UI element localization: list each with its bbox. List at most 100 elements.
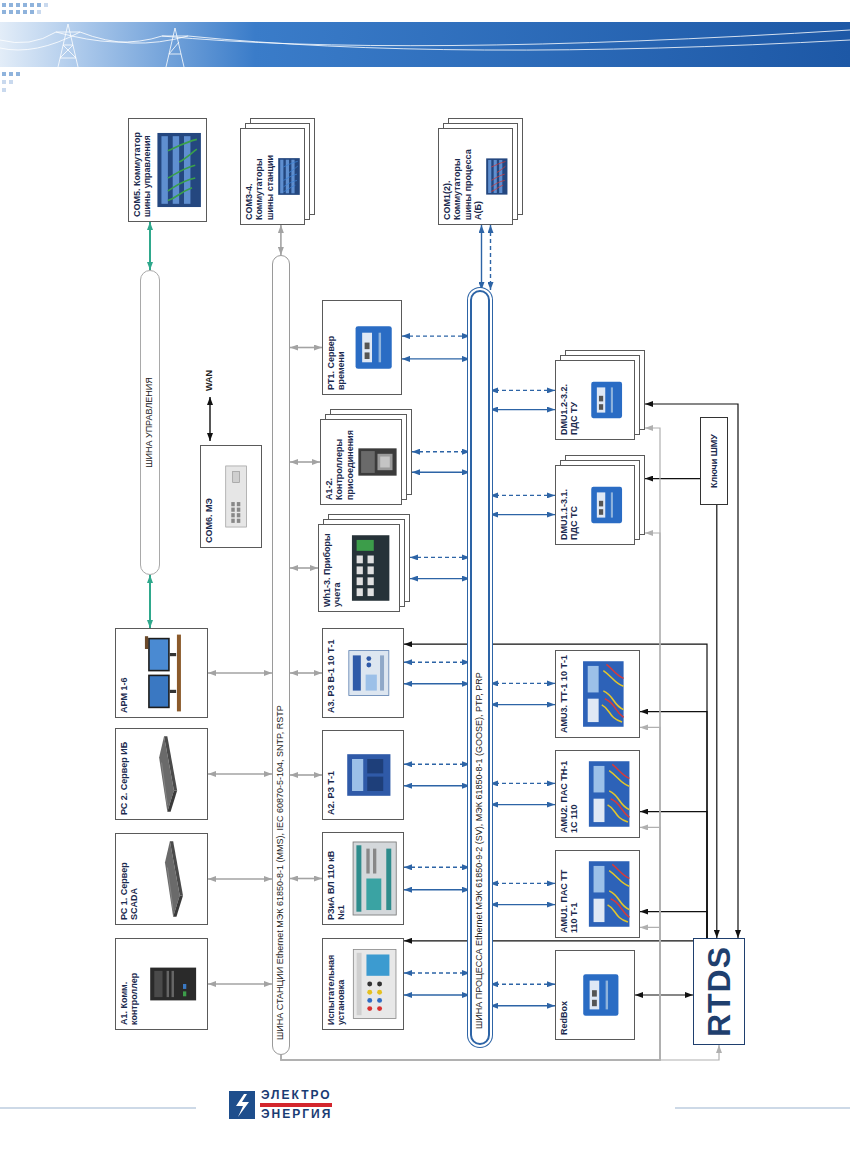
device-picture xyxy=(349,305,398,390)
device-illustration xyxy=(338,633,400,713)
connector xyxy=(635,994,693,995)
connector xyxy=(490,409,555,410)
box-title: РТ1. Сервер времени xyxy=(326,305,347,390)
connector xyxy=(640,812,707,938)
box-title: DMU1.2-3.2. ПДС ТУ xyxy=(559,365,580,435)
connector xyxy=(404,644,707,938)
connector xyxy=(490,783,555,784)
bus-label: ШИНА ПРОЦЕССА Ethernet МЭК 61850-9-2 (SV… xyxy=(475,672,485,1029)
box-title: Испытательная установка xyxy=(326,943,347,1025)
connector xyxy=(410,557,470,558)
device-picture xyxy=(131,633,204,713)
box-title: РЗиА ВЛ 110 кВ №1 xyxy=(326,837,347,920)
connector xyxy=(490,495,555,496)
device-illustration xyxy=(485,133,509,220)
connector xyxy=(281,1045,719,1060)
device-illustration xyxy=(338,735,400,815)
box-title: DMU1.1-3.1. ПДС ТС xyxy=(559,470,580,540)
connector xyxy=(645,404,738,938)
device-picture xyxy=(277,133,301,220)
box-title: AMU1. ПАС ТТ 110 Т-1 xyxy=(559,855,580,933)
rtds-label: RTDS xyxy=(703,946,735,1037)
connector xyxy=(640,712,707,938)
box-title: Wh1-3. Приборы учета xyxy=(322,529,343,607)
device-illustration xyxy=(142,838,204,920)
connector xyxy=(490,984,555,985)
connector xyxy=(716,505,717,938)
connector xyxy=(640,912,707,938)
connector xyxy=(149,222,151,270)
connector xyxy=(404,683,470,684)
box-title: RedBox xyxy=(559,955,569,1035)
key-label: Ключи ШМУ xyxy=(709,434,719,488)
bus-band: ШИНА УПРАВЛЕНИЯ xyxy=(140,270,160,575)
device-illustration xyxy=(582,470,631,540)
connector xyxy=(404,662,470,663)
connector xyxy=(404,972,470,973)
bus-band: ШИНА ПРОЦЕССА Ethernet МЭК 61850-9-2 (SV… xyxy=(470,290,490,1045)
device-box: РС 1. Сервер SCADA xyxy=(115,833,208,925)
box-title: РС 2. Сервер ИБ xyxy=(119,733,129,815)
device-box: РЗиА ВЛ 110 кВ №1 xyxy=(322,832,404,925)
connector xyxy=(404,889,470,890)
device-box: RedBox xyxy=(555,950,635,1040)
device-illustration xyxy=(155,123,203,217)
device-illustration xyxy=(349,305,398,390)
connector xyxy=(290,774,322,776)
connector xyxy=(208,878,272,880)
device-illustration xyxy=(357,424,398,500)
device-box: АРМ 1-6 xyxy=(115,628,208,718)
box-title: А2. РЗ Т-1 xyxy=(326,735,336,815)
device-picture xyxy=(131,733,204,815)
box-title: РС 1. Сервер SCADA xyxy=(119,838,140,920)
wan-arrow xyxy=(209,397,210,441)
device-illustration xyxy=(345,529,396,607)
box-title: А1. Комм. контроллер xyxy=(119,943,140,1025)
device-box: Wh1-3. Приборы учета xyxy=(318,524,400,612)
connector xyxy=(404,867,470,868)
connector xyxy=(412,472,470,473)
device-box: AMU1. ПАС ТТ 110 Т-1 xyxy=(555,850,640,938)
device-illustration xyxy=(571,955,631,1035)
device-picture xyxy=(582,855,636,933)
connector xyxy=(410,578,470,579)
device-box: А2. РЗ Т-1 xyxy=(322,730,404,820)
bus-label: ШИНА УПРАВЛЕНИЯ xyxy=(145,377,155,468)
device-picture xyxy=(142,838,204,920)
device-illustration xyxy=(216,450,258,543)
connector xyxy=(490,804,555,805)
device-illustration xyxy=(571,655,636,733)
logo-text: ЭЛЕКТРО xyxy=(261,1089,332,1101)
bus-label: ШИНА СТАНЦИИ Ethernet МЭК 61850-8-1 (MMS… xyxy=(276,705,286,1040)
connector xyxy=(490,683,555,684)
device-picture xyxy=(216,450,258,543)
connector xyxy=(208,672,272,674)
connector xyxy=(404,938,698,941)
device-picture xyxy=(582,365,631,435)
device-box: DMU1.1-3.1. ПДС ТС xyxy=(555,465,635,545)
device-picture xyxy=(582,755,636,833)
device-picture xyxy=(485,133,509,220)
connector xyxy=(490,225,491,290)
connector xyxy=(645,478,700,479)
box-title: COM5. Коммутатор шины управления xyxy=(132,123,153,217)
box-title: COM3-4. Коммутаторы шины станции xyxy=(244,133,275,220)
device-picture xyxy=(142,943,204,1025)
device-picture xyxy=(571,955,631,1035)
device-box: РС 2. Сервер ИБ xyxy=(115,728,208,820)
connector xyxy=(402,358,470,359)
device-illustration xyxy=(349,837,400,920)
device-picture xyxy=(349,837,400,920)
box-title: AMU3. ТТ-1 10 Т-1 xyxy=(559,655,569,733)
device-box: AMU2. ПАС ТН-1 1С 110 xyxy=(555,750,640,838)
device-picture xyxy=(582,470,631,540)
rtds-box: RTDS xyxy=(693,938,745,1045)
device-illustration xyxy=(582,365,631,435)
connector xyxy=(290,347,322,349)
device-picture xyxy=(338,735,400,815)
device-picture xyxy=(345,529,396,607)
device-box: DMU1.2-3.2. ПДС ТУ xyxy=(555,360,635,440)
connector xyxy=(290,567,318,569)
connector xyxy=(404,994,470,995)
connector xyxy=(290,672,322,674)
